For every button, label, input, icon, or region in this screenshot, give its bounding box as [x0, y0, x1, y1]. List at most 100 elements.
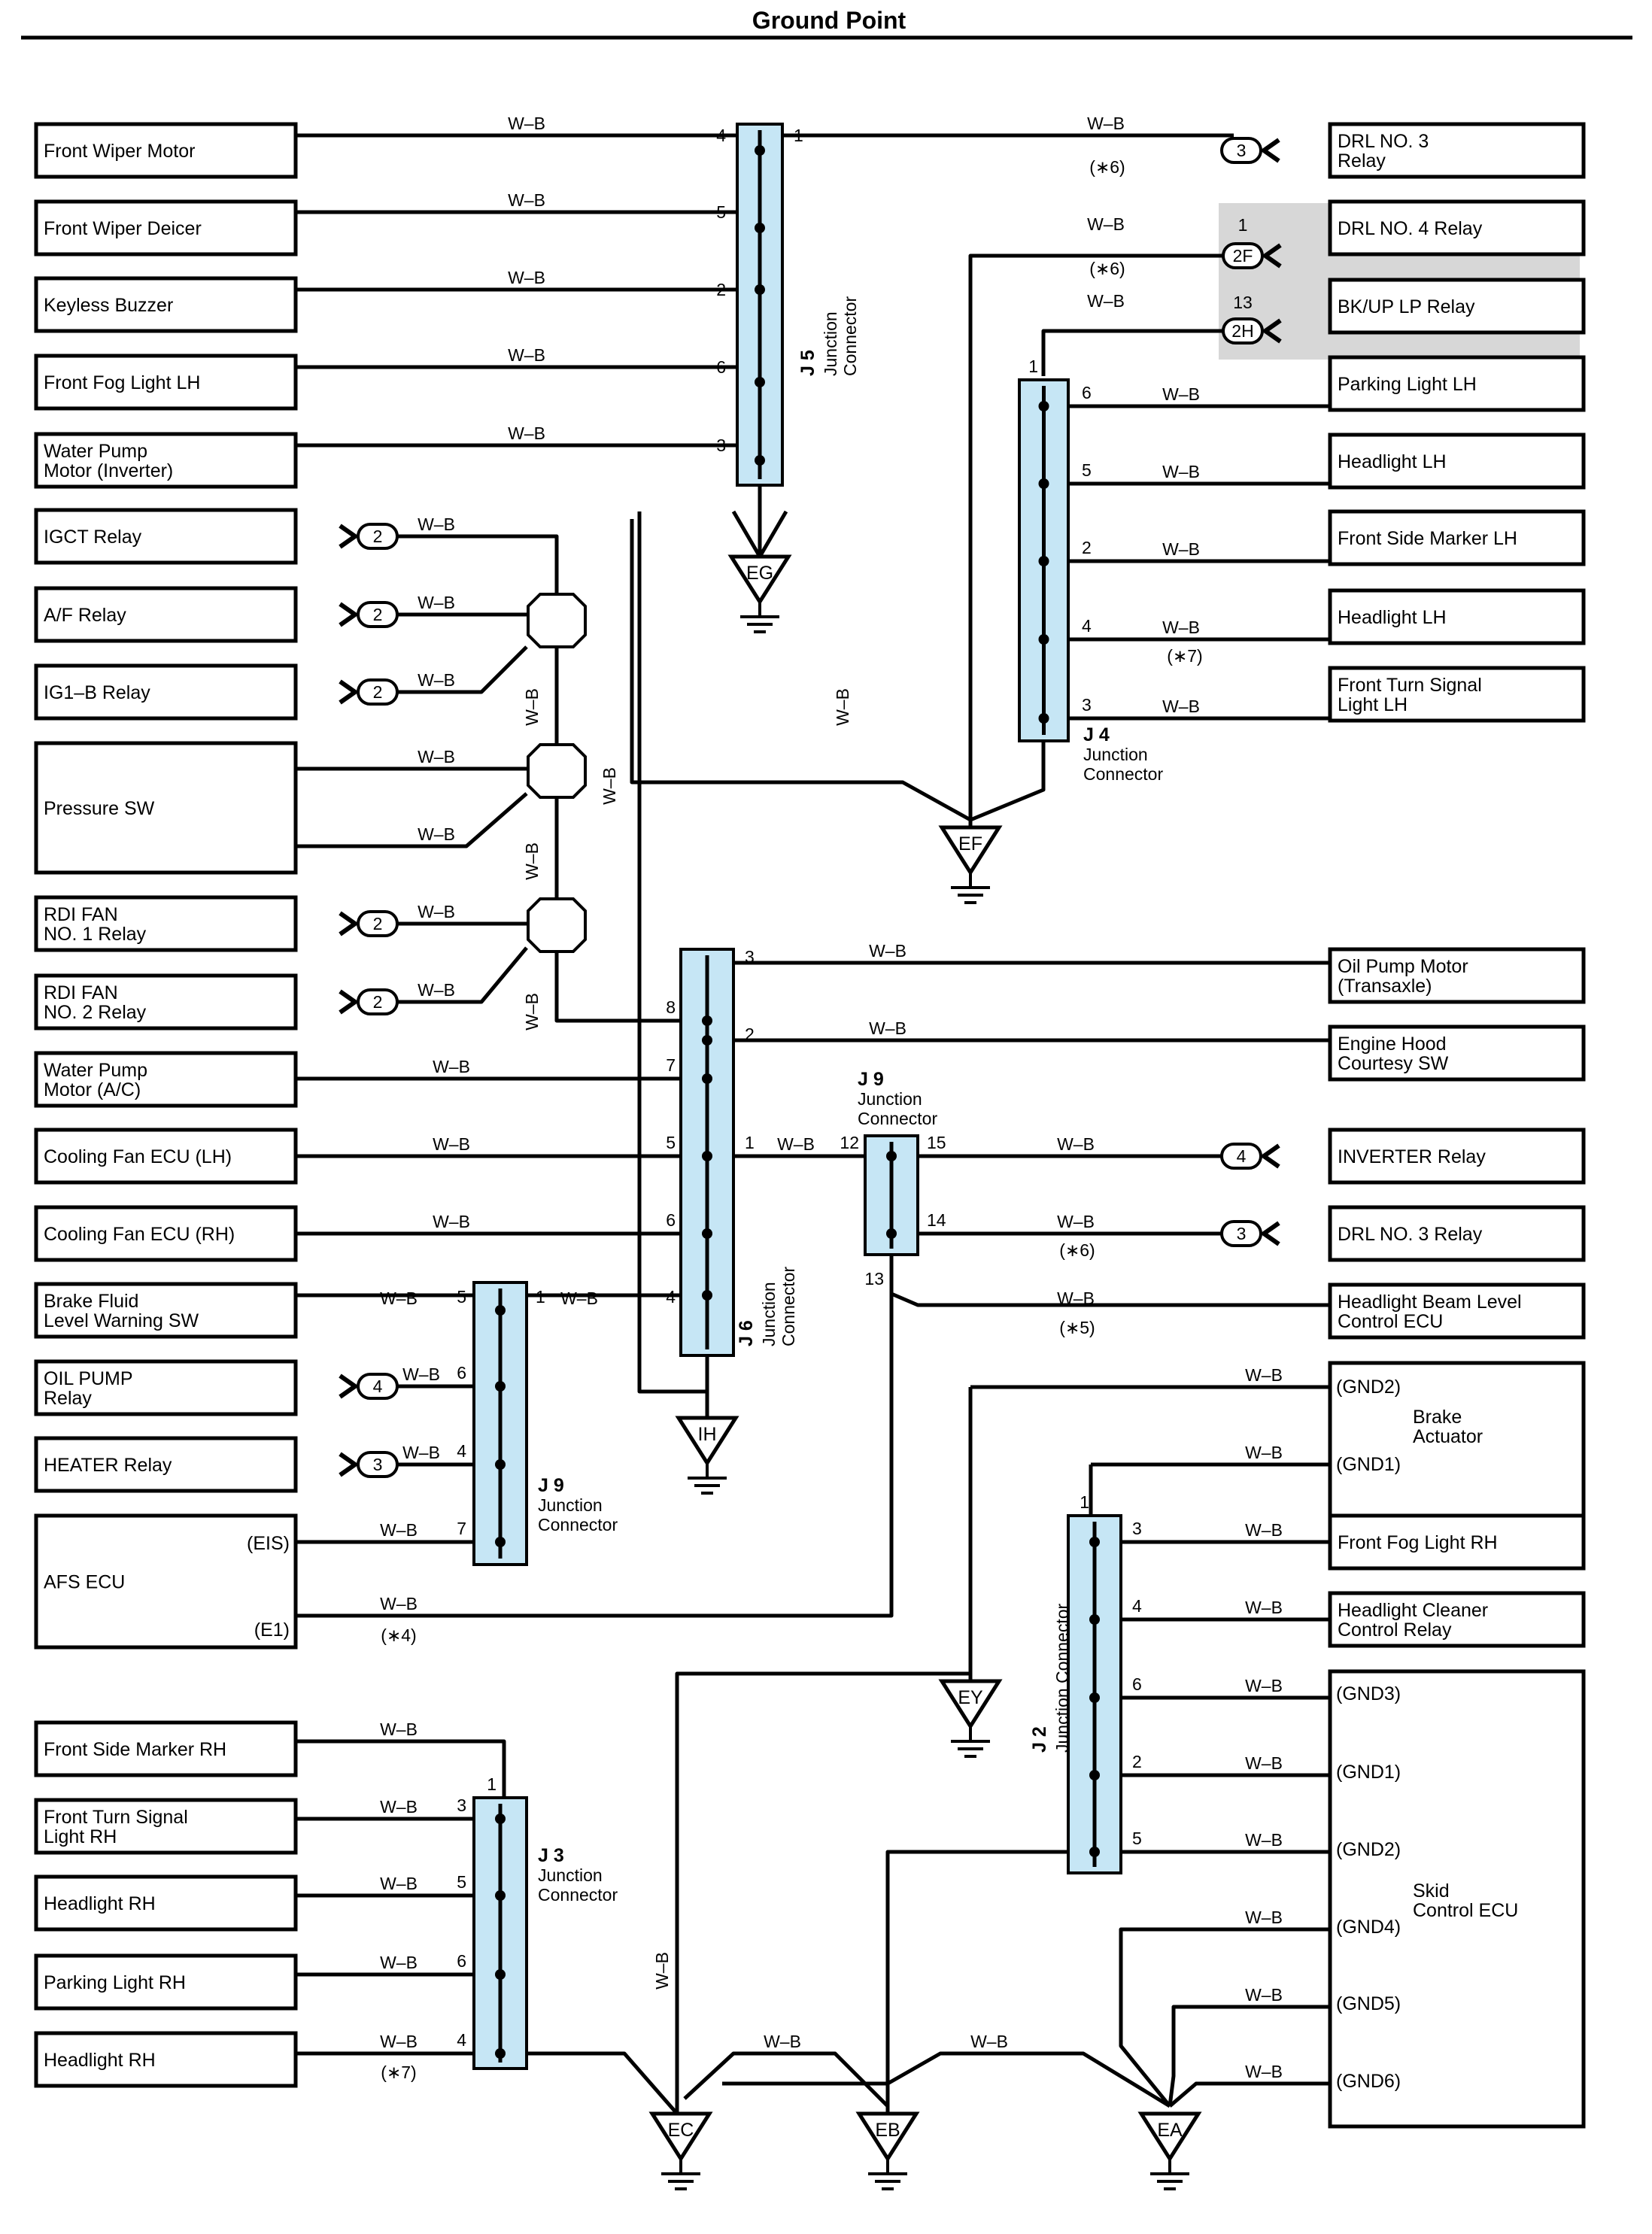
brake-fluid-level-warning-sw-label-1: Level Warning SW: [44, 1310, 199, 1331]
inverter-relay-label-0: INVERTER Relay: [1338, 1146, 1486, 1167]
drl-no3-relay-top-label-0: DRL NO. 3: [1338, 131, 1429, 152]
wire-label-3: W–B: [508, 345, 545, 365]
wire-label-9: W–B: [418, 593, 455, 612]
wire-label-48: W–B: [380, 1953, 418, 1972]
oval-drl4: 2F: [1222, 242, 1282, 269]
keyless-buzzer-label-0: Keyless Buzzer: [44, 295, 173, 316]
wire-label-45: W–B: [380, 1720, 418, 1739]
ig1b-relay-box: IG1–B Relay: [34, 663, 298, 721]
wire-label-4: W–B: [508, 423, 545, 443]
drl4-pin-1: 1: [1238, 215, 1248, 235]
oval-rdi1: 2: [339, 910, 399, 937]
wire-label-vertical-text-5: W–B: [652, 1952, 672, 1990]
wire-label-14: W–B: [418, 980, 455, 1000]
wire-label-42: W–B: [1245, 1908, 1283, 1927]
j9b-pin-7: 7: [457, 1519, 466, 1538]
drl-no4-relay-label-0: DRL NO. 4 Relay: [1338, 218, 1483, 239]
ground-EF-label: EF: [958, 833, 982, 854]
parking-light-lh-label-0: Parking Light LH: [1338, 374, 1477, 395]
cooling-fan-ecu-lh-label-0: Cooling Fan ECU (LH): [44, 1146, 232, 1167]
afs-ecu-frame: [34, 1513, 298, 1650]
af-relay-box: A/F Relay: [34, 586, 298, 643]
engine-hood-courtesy-sw-label-0: Engine Hood: [1338, 1034, 1447, 1055]
wire-label-34: W–B: [1162, 697, 1200, 716]
wire-label-31: W–B: [1162, 462, 1200, 481]
junction-J5-node-2: [755, 284, 765, 295]
af-relay-label-0: A/F Relay: [44, 605, 126, 626]
j3-pin-3: 3: [457, 1795, 466, 1815]
bkup-pin-13: 13: [1233, 293, 1253, 312]
j5-pin-5: 5: [716, 202, 726, 222]
skid-ecu-pin-1: (GND1): [1336, 1762, 1401, 1783]
junction-J5-desc-1: Connector: [840, 296, 860, 376]
water-pump-motor-inverter-label-0: Water Pump: [44, 441, 147, 462]
ground-EG: EG: [727, 554, 792, 633]
j2-pin-2: 2: [1132, 1752, 1142, 1771]
junction-J5-name: J 5: [797, 350, 818, 376]
junction-J4-desc-0: Junction: [1083, 745, 1148, 764]
junction-J9b-node-1: [495, 1381, 506, 1392]
oil-pump-motor-transaxle-frame: [1328, 947, 1586, 1004]
ground-EC-label: EC: [668, 2120, 694, 2141]
pressure-sw-label-0: Pressure SW: [44, 798, 155, 819]
skid-control-ecu-frame: [1328, 1669, 1586, 2129]
oval-bkup: 2H: [1222, 317, 1282, 345]
front-fog-light-rh-frame: [1328, 1513, 1586, 1571]
oil-pump-motor-transaxle-label-0: Oil Pump Motor: [1338, 956, 1468, 977]
wire-label-17: W–B: [433, 1212, 470, 1231]
wire-label-5: W–B: [1087, 114, 1125, 133]
wire-label-7: W–B: [1087, 291, 1125, 311]
j6-pin-3: 3: [745, 947, 755, 967]
wire-label-23: W–B: [1057, 1288, 1095, 1308]
front-wiper-deicer-frame: [34, 199, 298, 256]
wire-label-vertical-text-4: W–B: [833, 688, 852, 726]
oval-af-text: 2: [373, 605, 383, 624]
engine-hood-courtesy-sw-frame: [1328, 1024, 1586, 1082]
oval-bkup-text: 2H: [1231, 321, 1253, 341]
cooling-fan-ecu-rh-box: Cooling Fan ECU (RH): [34, 1205, 298, 1262]
cooling-fan-ecu-lh-box: Cooling Fan ECU (LH): [34, 1128, 298, 1185]
junction-J4-node-3: [1038, 634, 1049, 645]
skid-ecu-pin-2: (GND2): [1336, 1839, 1401, 1860]
headlight-beam-level-control-ecu-label-1: Control ECU: [1338, 1311, 1443, 1332]
ground-EA-triangle: [1137, 2111, 1202, 2163]
junction-J3-name: J 3: [538, 1845, 564, 1866]
oil-pump-relay-label-1: Relay: [44, 1388, 92, 1409]
wire-label-51: W–B: [970, 2032, 1008, 2051]
bkup-lp-relay-frame: [1328, 278, 1586, 335]
junction-J4-node-1: [1038, 478, 1049, 489]
headlight-beam-level-control-ecu-frame: [1328, 1282, 1586, 1340]
front-side-marker-lh-box: Front Side Marker LH: [1328, 509, 1586, 566]
notes: (∗6)(∗6)(∗7)(∗6)(∗5)(∗4)(∗7): [381, 157, 1202, 2082]
front-turn-signal-light-lh-label-1: Light LH: [1338, 694, 1408, 715]
j3-pin-4: 4: [457, 2030, 466, 2050]
j3-pin-1: 1: [487, 1774, 497, 1794]
wire-label-6: W–B: [1087, 214, 1125, 234]
wire-label-vertical-1: W–B: [522, 842, 542, 880]
wire-label-25: W–B: [560, 1288, 598, 1308]
wire-label-vertical-4: W–B: [833, 688, 852, 726]
junction-J6-node-1: [702, 1035, 712, 1046]
wire-label-33: W–B: [1162, 618, 1200, 637]
wire-label-22: W–B: [1057, 1212, 1095, 1231]
j5-pin-1: 1: [794, 126, 803, 145]
junction-J5-desc-0: Junction: [821, 311, 840, 376]
drl-no3-relay-mid-box: DRL NO. 3 Relay: [1328, 1205, 1586, 1262]
wire-label-44: W–B: [1245, 2062, 1283, 2081]
oil-pump-relay-label-0: OIL PUMP: [44, 1368, 133, 1389]
junction-J6-desc-0: Junction: [759, 1282, 779, 1346]
inverter-relay-frame: [1328, 1128, 1586, 1185]
j5-pin-4: 4: [716, 126, 726, 145]
ground-EF-triangle: [938, 825, 1003, 876]
water-pump-motor-inverter-frame: [34, 432, 298, 489]
j9b-pin-4: 4: [457, 1441, 466, 1461]
note-4-afs: (∗4): [381, 1625, 416, 1645]
ground-EG-label: EG: [746, 563, 773, 584]
junction-J2-node-0: [1089, 1537, 1100, 1547]
junction-J4-name: J 4: [1083, 724, 1110, 745]
front-side-marker-lh-frame: [1328, 509, 1586, 566]
